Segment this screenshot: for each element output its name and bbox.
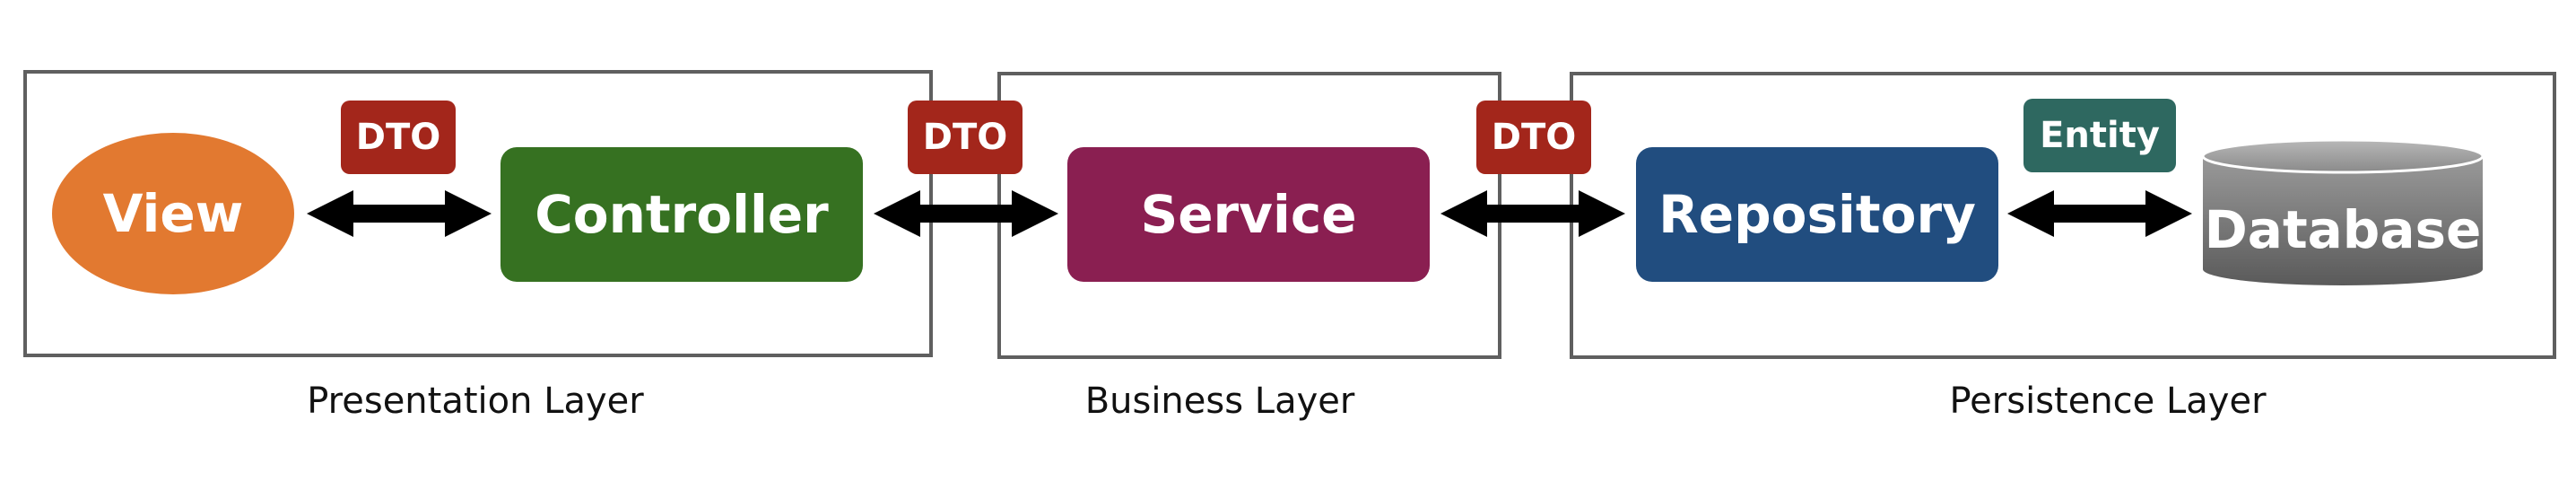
persistence-layer-label: Persistence Layer	[1949, 381, 2267, 422]
business-layer-label: Business Layer	[1084, 381, 1355, 422]
dto-tag-2: DTO	[908, 101, 1023, 174]
double-arrow-service-repository-icon	[1440, 190, 1625, 237]
double-arrow-controller-service-icon	[874, 190, 1058, 237]
dto-tag-1: DTO	[341, 101, 456, 174]
repository-node: Repository	[1636, 147, 1998, 282]
view-node: View	[52, 133, 294, 294]
presentation-layer-label: Presentation Layer	[307, 381, 644, 422]
dto-tag-3: DTO	[1476, 101, 1591, 174]
double-arrow-repository-database-icon	[2007, 190, 2192, 237]
double-arrow-view-controller-icon	[307, 190, 492, 237]
database-node-label: Database	[2204, 199, 2482, 260]
controller-node: Controller	[500, 147, 863, 282]
database-cylinder-icon	[2201, 138, 2485, 285]
service-node: Service	[1067, 147, 1430, 282]
entity-tag: Entity	[2023, 99, 2176, 172]
